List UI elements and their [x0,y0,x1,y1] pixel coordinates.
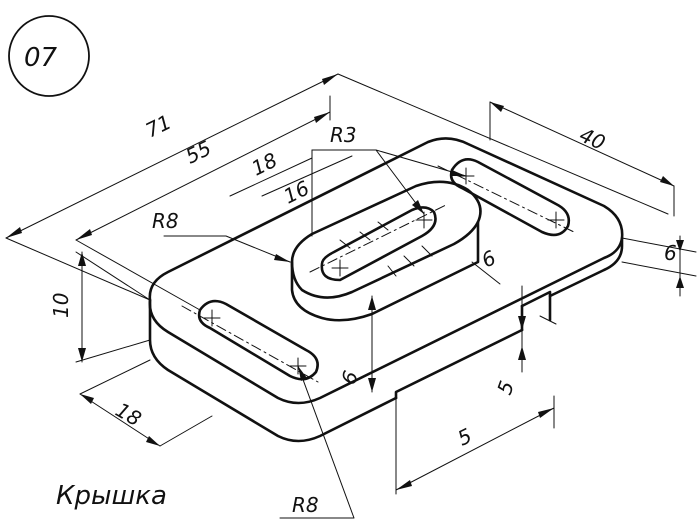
drawing-number-badge: 07 [8,15,90,97]
dim-step-depth: 5 [492,378,519,398]
dimension-arrows [6,74,684,490]
dim-slot-spacing: 18 [112,398,146,432]
dim-step-width: 5 [454,423,476,450]
dimension-labels: 71 55 40 18 16 R3 R8 6 10 6 18 6 R8 5 5 [49,110,677,517]
part-name-label: Крышка [56,481,167,511]
dim-side-thickness: 6 [664,241,677,265]
dimension-lines [5,73,697,519]
dim-plate-height: 10 [49,293,73,318]
right-slot [437,158,575,237]
dim-boss-radius: R8 [152,209,179,233]
plate-outline [148,137,624,443]
dim-slot-radius: R3 [330,123,357,147]
dim-slot-end-radius: R8 [292,493,319,517]
dim-overall-length: 71 [142,110,175,143]
drawing-number: 07 [24,43,58,73]
dim-width: 40 [576,123,609,155]
dim-bottom-thickness: 6 [336,368,363,388]
dim-boss-length: 18 [248,148,281,181]
left-slot [181,299,319,383]
central-boss [290,180,482,322]
dim-inner-length: 55 [182,136,215,169]
dim-slot-length: 16 [280,176,313,209]
